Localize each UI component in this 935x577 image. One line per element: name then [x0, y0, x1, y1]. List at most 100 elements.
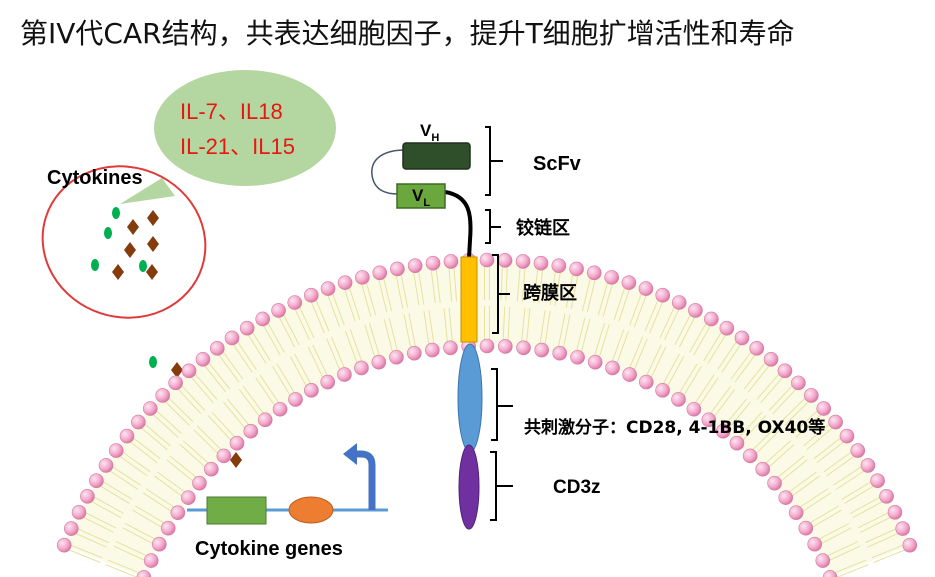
lipid-head — [155, 388, 170, 403]
lipid-head — [255, 311, 270, 327]
lipid-head — [390, 261, 405, 277]
lipid-head — [288, 392, 303, 407]
lipid-head — [655, 383, 670, 398]
gene-box — [206, 496, 267, 525]
lipid-head — [152, 536, 167, 552]
lipid-head — [170, 505, 186, 520]
cytokine-diamond — [230, 452, 242, 468]
lipid-head — [701, 412, 717, 428]
lipid-head — [371, 354, 387, 370]
lipid-head — [229, 435, 245, 451]
scfv-linker — [371, 149, 406, 195]
lipid-head — [788, 505, 804, 520]
cytokine-diamond — [146, 264, 158, 280]
lipid-head — [389, 349, 404, 365]
lipid-head — [804, 388, 819, 403]
lipid-head — [160, 520, 176, 536]
lipid-head — [828, 414, 843, 430]
transmembrane-label: 跨膜区 — [523, 282, 577, 304]
lipid-head — [860, 458, 876, 473]
cytokine-diamond — [112, 264, 124, 280]
lipid-head — [734, 330, 750, 346]
lipid-head — [638, 374, 654, 390]
gene-oval — [288, 496, 334, 524]
cytokines-label: Cytokines — [47, 167, 143, 189]
lipid-head — [777, 363, 793, 379]
lipid-head — [850, 443, 866, 458]
lipid-head — [98, 458, 114, 473]
lipid-head — [168, 375, 183, 391]
lipid-head — [605, 360, 620, 376]
vl-domain — [396, 183, 446, 209]
lipid-head — [895, 521, 911, 536]
lipid-head — [337, 367, 352, 382]
lipid-head — [224, 330, 240, 346]
cytokine-speech-bubble: IL-7、IL18 IL-21、IL15 — [120, 70, 336, 204]
lipid-head — [243, 423, 259, 439]
lipid-head — [143, 553, 159, 568]
lipid-head — [879, 489, 894, 504]
cytokines-circle — [41, 165, 207, 319]
lipid-head — [271, 303, 286, 318]
costim-label: 共刺激分子：CD28, 4-1BB, OX40等 — [524, 417, 825, 438]
lipid-head — [839, 428, 855, 444]
cytokine-diamond — [147, 236, 159, 252]
cytokine-dot — [112, 207, 120, 219]
lipid-head — [303, 287, 319, 303]
cytokine-genes-label: Cytokine genes — [195, 538, 343, 560]
cytokine-gene-construct — [187, 443, 388, 525]
lipid-head — [216, 448, 232, 464]
cytokine-diamond — [171, 362, 183, 378]
lipid-head — [715, 423, 731, 439]
lipid-head — [355, 270, 370, 285]
lipid-head — [816, 401, 832, 416]
lipid-head — [443, 254, 459, 269]
scfv-label: ScFv — [533, 153, 582, 175]
cell-membrane — [56, 252, 918, 577]
lipid-head — [587, 354, 603, 370]
costimulatory-domain — [457, 343, 483, 453]
bubble-line-1: IL-7、IL18 — [180, 99, 283, 124]
region-brackets — [485, 126, 513, 521]
lipid-head — [515, 254, 531, 269]
lipid-head — [551, 258, 567, 273]
page-title: 第IV代CAR结构，共表达细胞因子，提升T细胞扩增活性和寿命 — [20, 17, 795, 50]
lipid-head — [119, 428, 135, 444]
lipid-head — [479, 338, 495, 354]
cytokine-dot — [149, 356, 157, 368]
lipid-head — [180, 490, 196, 505]
bubble-line-2: IL-21、IL15 — [180, 134, 295, 159]
lipid-head — [622, 367, 637, 382]
cytokine-dot — [104, 227, 112, 239]
lipid-head — [516, 340, 531, 356]
cytokine-diamond — [147, 210, 159, 226]
cytokine-diamond — [124, 242, 136, 258]
lipid-head — [704, 311, 719, 327]
lipid-head — [552, 345, 568, 361]
lipid-head — [257, 412, 273, 428]
lipid-head — [63, 521, 79, 536]
lipid-head — [407, 258, 423, 273]
promoter-arrow-head-icon — [343, 443, 357, 465]
lipid-head — [887, 504, 903, 520]
lipid-head — [767, 475, 782, 491]
lipid-head — [443, 340, 458, 356]
lipid-head — [822, 570, 838, 577]
lipid-head — [749, 341, 765, 356]
lipid-head — [604, 270, 619, 285]
lipid-head — [209, 341, 225, 356]
lipid-head — [870, 473, 885, 488]
lipid-head — [304, 383, 319, 398]
lipid-head — [425, 342, 440, 358]
lipid-head — [479, 252, 495, 268]
lipid-head — [719, 320, 735, 336]
lipid-head — [131, 414, 146, 430]
lipid-head — [570, 349, 585, 365]
lipid-head — [533, 255, 549, 271]
lipid-head — [902, 537, 918, 553]
lipid-head — [791, 375, 806, 391]
lipid-head — [320, 374, 336, 390]
lipid-head — [71, 504, 87, 520]
lipid-head — [798, 520, 814, 536]
